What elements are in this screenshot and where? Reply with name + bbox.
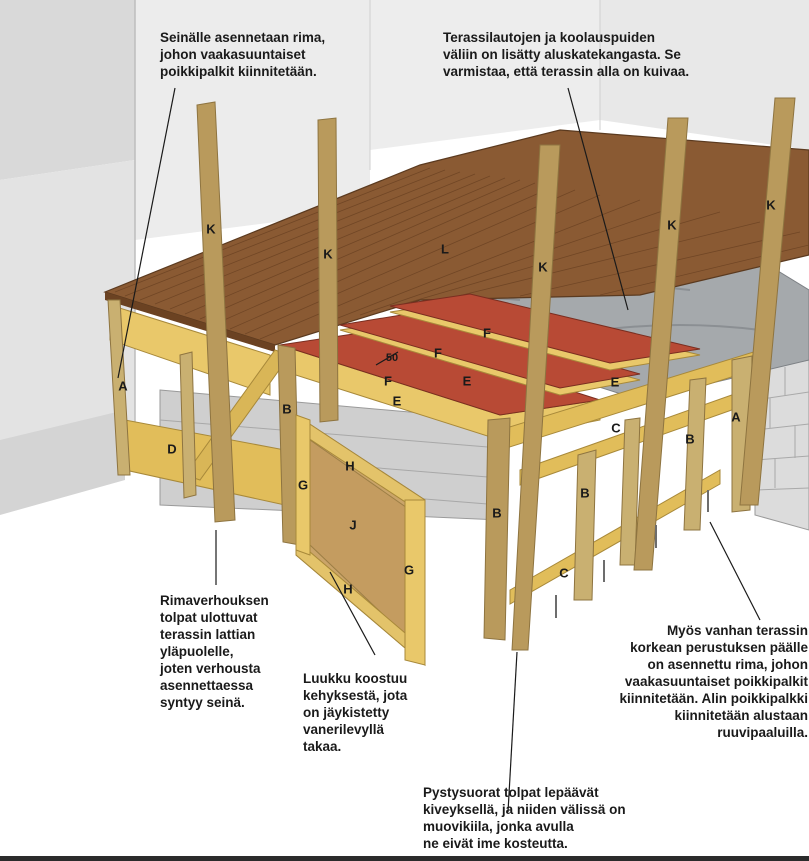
- caption-membrane: Terassilautojen ja koolauspuiden väliin …: [443, 29, 689, 80]
- caption-line: yläpuolelle,: [160, 644, 234, 659]
- caption-line: kiinnitetään alustaan: [674, 708, 808, 723]
- part-label-l: L: [441, 241, 449, 256]
- posts: [107, 97, 796, 651]
- caption-posts-above: Rimaverhouksen tolpat ulottuvat terassin…: [160, 592, 269, 711]
- caption-line: terassin lattian: [160, 627, 256, 642]
- caption-line: johon vaakasuuntaiset: [160, 47, 306, 62]
- joists: [109, 293, 761, 605]
- part-labels: K K K K K L A A B B B B C C D E E E F F …: [118, 197, 776, 596]
- hatch-door: [295, 414, 426, 667]
- caption-line: kehyksestä, jota: [303, 688, 408, 703]
- part-label-b: B: [580, 485, 589, 500]
- caption-line: syntyy seinä.: [160, 695, 245, 710]
- caption-line: korkean perustuksen päälle: [630, 640, 808, 655]
- caption-line: takaa.: [303, 739, 342, 754]
- caption-line: on jäykistetty: [303, 705, 390, 720]
- part-label-e: E: [463, 373, 472, 388]
- part-label-k: K: [206, 221, 216, 236]
- caption-line: vaakasuuntaiset poikkipalkit: [624, 674, 808, 689]
- part-label-b: B: [282, 401, 291, 416]
- part-label-e: E: [393, 393, 402, 408]
- part-label-e: E: [611, 374, 620, 389]
- caption-line: Pystysuorat tolpat lepäävät: [423, 785, 599, 800]
- leader-lines: [117, 87, 761, 813]
- caption-line: Myös vanhan terassin: [666, 623, 808, 638]
- part-label-j: J: [349, 517, 356, 532]
- caption-line: asennettaessa: [160, 678, 254, 693]
- part-label-k: K: [766, 197, 776, 212]
- caption-line: Rimaverhouksen: [160, 593, 269, 608]
- part-label-d: D: [167, 441, 176, 456]
- part-label-h: H: [343, 581, 352, 596]
- caption-line: Seinälle asennetaan rima,: [160, 30, 326, 45]
- part-label-k: K: [667, 217, 677, 232]
- caption-line: vanerilevyllä: [303, 722, 385, 737]
- part-label-k: K: [538, 259, 548, 274]
- caption-line: ruuvipaaluilla.: [717, 725, 808, 740]
- caption-line: Luukku koostuu: [303, 671, 408, 686]
- caption-line: Terassilautojen ja koolauspuiden: [443, 30, 656, 45]
- part-label-a: A: [731, 409, 741, 424]
- caption-line: joten verhousta: [160, 661, 261, 676]
- part-label-f: F: [483, 325, 491, 340]
- caption-old-terrace: Myös vanhan terassin korkean perustuksen…: [619, 622, 808, 741]
- part-label-b: B: [685, 431, 694, 446]
- part-label-h: H: [345, 458, 354, 473]
- part-label-b: B: [492, 505, 501, 520]
- caption-line: kiveyksellä, ja niiden välissä on: [423, 802, 626, 817]
- part-label-f: F: [384, 373, 392, 388]
- caption-hatch: Luukku koostuu kehyksestä, jota on jäyki…: [303, 670, 407, 755]
- part-label-c: C: [559, 565, 569, 580]
- part-label-c: C: [611, 420, 621, 435]
- caption-line: varmistaa, että terassin alla on kuivaa.: [443, 64, 690, 79]
- caption-stones: Pystysuorat tolpat lepäävät kiveyksellä,…: [423, 784, 626, 852]
- caption-line: väliin on lisätty aluskatekangasta. Se: [443, 47, 681, 62]
- part-label-f: F: [434, 345, 442, 360]
- part-label-a: A: [118, 378, 128, 393]
- caption-line: kiinnitetään. Alin poikkipalkki: [619, 691, 808, 706]
- spacing-label: 50: [386, 352, 398, 364]
- part-label-g: G: [298, 477, 308, 492]
- bottom-rule: [0, 856, 809, 861]
- caption-rail-wall: Seinälle asennetaan rima, johon vaakasuu…: [160, 29, 325, 80]
- caption-line: ne eivät ime kosteutta.: [423, 836, 568, 851]
- caption-line: tolpat ulottuvat: [160, 610, 258, 625]
- part-label-g: G: [404, 562, 414, 577]
- screw-piles: [555, 490, 709, 618]
- caption-line: poikkipalkit kiinnitetään.: [160, 64, 317, 79]
- caption-line: on asennettu rima, johon: [647, 657, 808, 672]
- caption-line: muovikiila, jonka avulla: [423, 819, 574, 834]
- part-label-k: K: [323, 246, 333, 261]
